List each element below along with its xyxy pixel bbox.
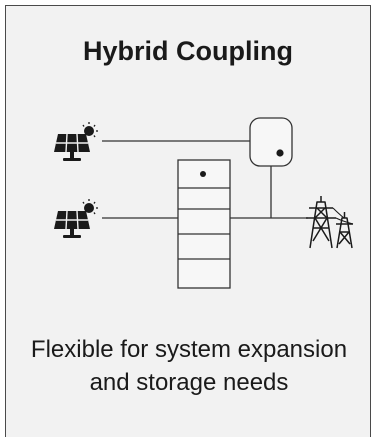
connection-lines (102, 140, 308, 219)
hybrid-coupling-card: Hybrid Coupling (5, 5, 371, 437)
card-title: Hybrid Coupling (83, 36, 293, 66)
power-grid-tower-icon (306, 196, 354, 249)
solar-panel-top-icon (54, 122, 98, 161)
sun-icon (82, 199, 98, 215)
solar-panel-bottom-icon (54, 199, 98, 238)
card-caption: Flexible for system expansion and storag… (30, 336, 348, 396)
inverter-icon (249, 117, 293, 167)
battery-stack-icon (177, 159, 231, 289)
sun-icon (82, 122, 98, 138)
hybrid-coupling-diagram (54, 117, 354, 289)
